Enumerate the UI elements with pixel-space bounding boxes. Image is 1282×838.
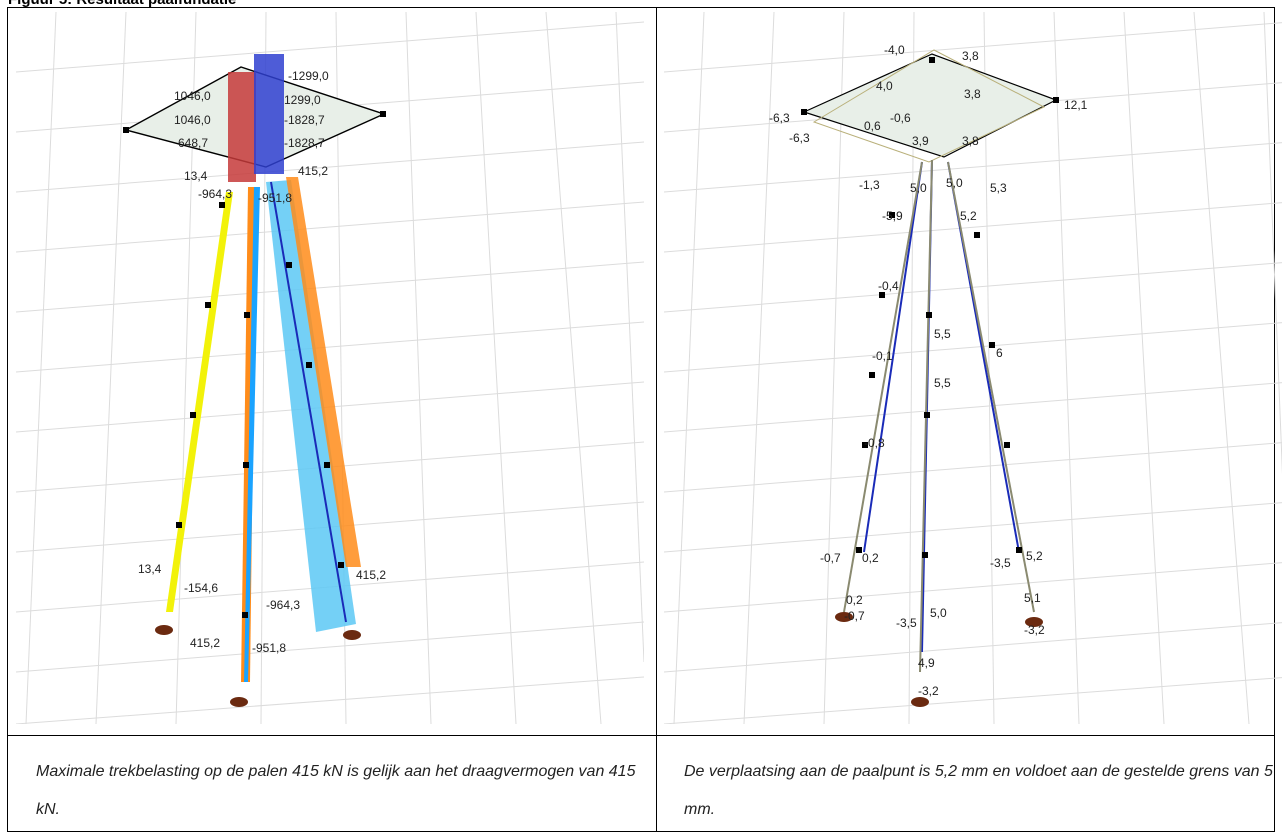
displacement-label: 4,0 [876, 79, 893, 93]
displacement-label: 5,5 [934, 376, 951, 390]
displacement-label: 6 [996, 346, 1003, 360]
displacement-label: 5,3 [990, 181, 1007, 195]
displacement-label: 5,5 [934, 327, 951, 341]
displacement-label: 5,2 [960, 209, 977, 223]
force-label: -964,3 [266, 598, 300, 612]
force-label: 415,2 [190, 636, 220, 650]
displacement-label: 0,2 [862, 551, 879, 565]
displacement-label: 5,1 [1024, 591, 1041, 605]
force-label: -951,8 [252, 641, 286, 655]
force-label: -1828,7 [284, 113, 325, 127]
displacement-label: 3,8 [962, 134, 979, 148]
caption-right: De verplaatsing aan de paalpunt is 5,2 m… [684, 763, 1273, 818]
displacement-label: -0,6 [890, 111, 911, 125]
displacement-label: -3,2 [1024, 623, 1045, 637]
displacement-label: 12,1 [1064, 98, 1088, 112]
force-label: 1046,0 [174, 89, 211, 103]
displacement-label: -3,2 [918, 684, 939, 698]
force-label: -951,8 [258, 191, 292, 205]
force-label: -1299,0 [288, 69, 329, 83]
caption-left: Maximale trekbelasting op de palen 415 k… [36, 763, 636, 818]
displacement-label: -1,3 [859, 178, 880, 192]
force-label: 13,4 [184, 169, 208, 183]
displacement-label: -6,3 [769, 111, 790, 125]
displacement-label: -0,4 [878, 279, 899, 293]
results-table: -1299,0 1046,0 1299,0 1046,0 -1828,7 648… [7, 7, 1282, 832]
displacement-label: -0,1 [872, 349, 893, 363]
displacement-label: -0,8 [864, 436, 885, 450]
displacement-label: 5,2 [1026, 549, 1043, 563]
displacement-label: 0,2 [846, 593, 863, 607]
displacement-label: -6,3 [789, 131, 810, 145]
displacement-label: -3,5 [896, 616, 917, 630]
displacement-label: 3,9 [912, 134, 929, 148]
displacement-label: 3,8 [962, 49, 979, 63]
force-label: -154,6 [184, 581, 218, 595]
force-label: 1299,0 [284, 93, 321, 107]
force-label: -964,3 [198, 187, 232, 201]
displacement-label: 5,0 [946, 176, 963, 190]
displacement-label: -4,0 [884, 43, 905, 57]
table-divider-horizontal [8, 735, 1274, 736]
displacement-label: -0,7 [820, 551, 841, 565]
force-label: 415,2 [356, 568, 386, 582]
force-label: 415,2 [298, 164, 328, 178]
displacement-label: 3,8 [964, 87, 981, 101]
figure-heading: Figuur 5: Resultaat paalfundatie [8, 0, 236, 8]
displacement-diagram: -4,0 3,8 4,0 3,8 12,1 -6,3 -6,3 0,6 -0,6… [664, 12, 1282, 724]
force-diagram: -1299,0 1046,0 1299,0 1046,0 -1828,7 648… [16, 12, 644, 724]
displacement-label: -0,7 [844, 609, 865, 623]
displacement-label: 0,6 [864, 119, 881, 133]
force-label: 648,7 [178, 136, 208, 150]
displacement-label: 5,0 [910, 181, 927, 195]
force-label: -1828,7 [284, 136, 325, 150]
displacement-label: 4,9 [918, 656, 935, 670]
force-label: 1046,0 [174, 113, 211, 127]
displacement-label: -3,5 [990, 556, 1011, 570]
force-label: 13,4 [138, 562, 162, 576]
displacement-label: 5,0 [930, 606, 947, 620]
displacement-label: -5,9 [882, 209, 903, 223]
table-divider-vertical [656, 8, 657, 831]
